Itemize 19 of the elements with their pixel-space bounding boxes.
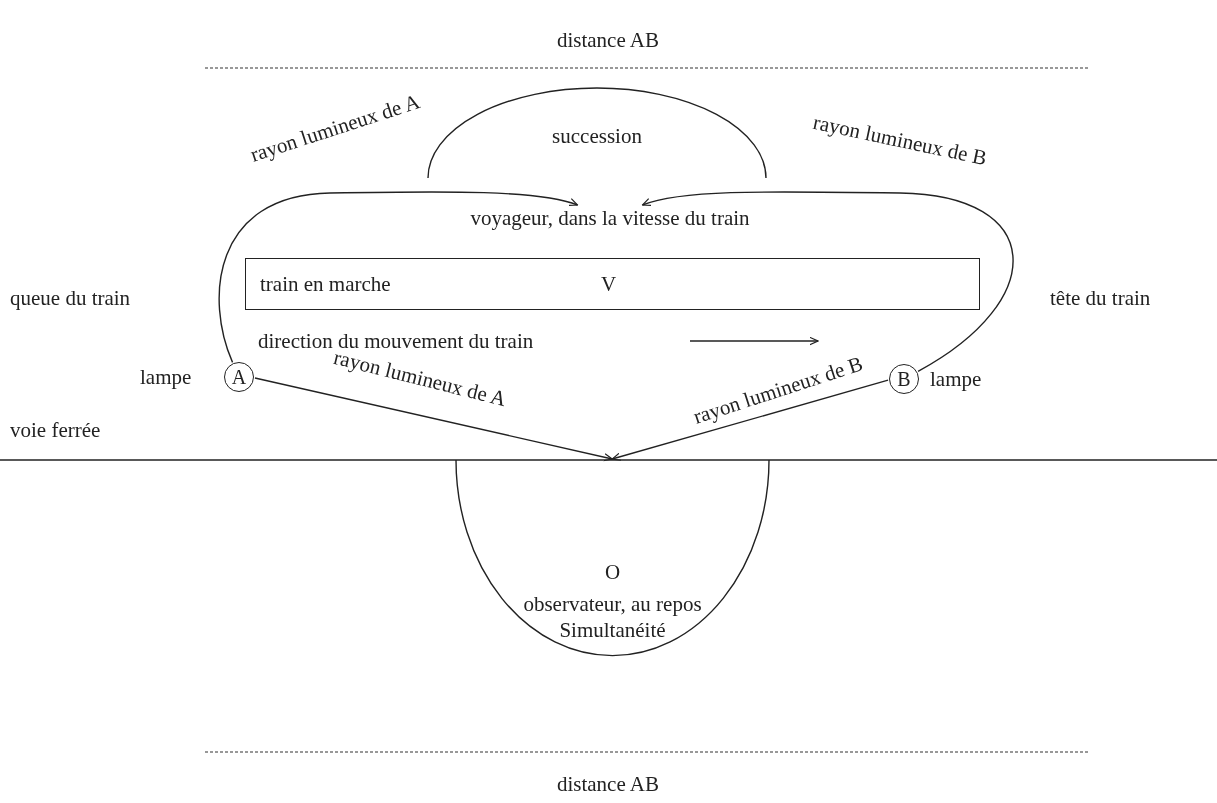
observer-text: observateur, au repos bbox=[522, 592, 703, 616]
simultaneity-text: Simultanéité bbox=[558, 618, 667, 642]
dimension-label: distance AB bbox=[556, 28, 660, 52]
light-ray-arrow bbox=[611, 379, 889, 461]
lamp-label: lampe bbox=[140, 365, 192, 389]
light-ray-arrow bbox=[218, 191, 579, 364]
voyageur-label: voyageur, dans la vitesse du train bbox=[410, 206, 810, 230]
track-label: voie ferrée bbox=[10, 418, 101, 442]
light-ray-arrow bbox=[641, 191, 1014, 373]
train-end-label: queue du train bbox=[10, 286, 131, 310]
train-label: train en marche bbox=[260, 272, 391, 296]
observer-label: O bbox=[603, 560, 622, 584]
succession-label: succession bbox=[551, 124, 643, 148]
speed-label: V bbox=[601, 272, 617, 296]
lamp-label: lampe bbox=[930, 367, 982, 391]
light-ray-arrow bbox=[254, 377, 613, 462]
train-box bbox=[245, 258, 980, 310]
dimension-label: distance AB bbox=[556, 772, 660, 796]
train-end-label: tête du train bbox=[1050, 286, 1151, 310]
